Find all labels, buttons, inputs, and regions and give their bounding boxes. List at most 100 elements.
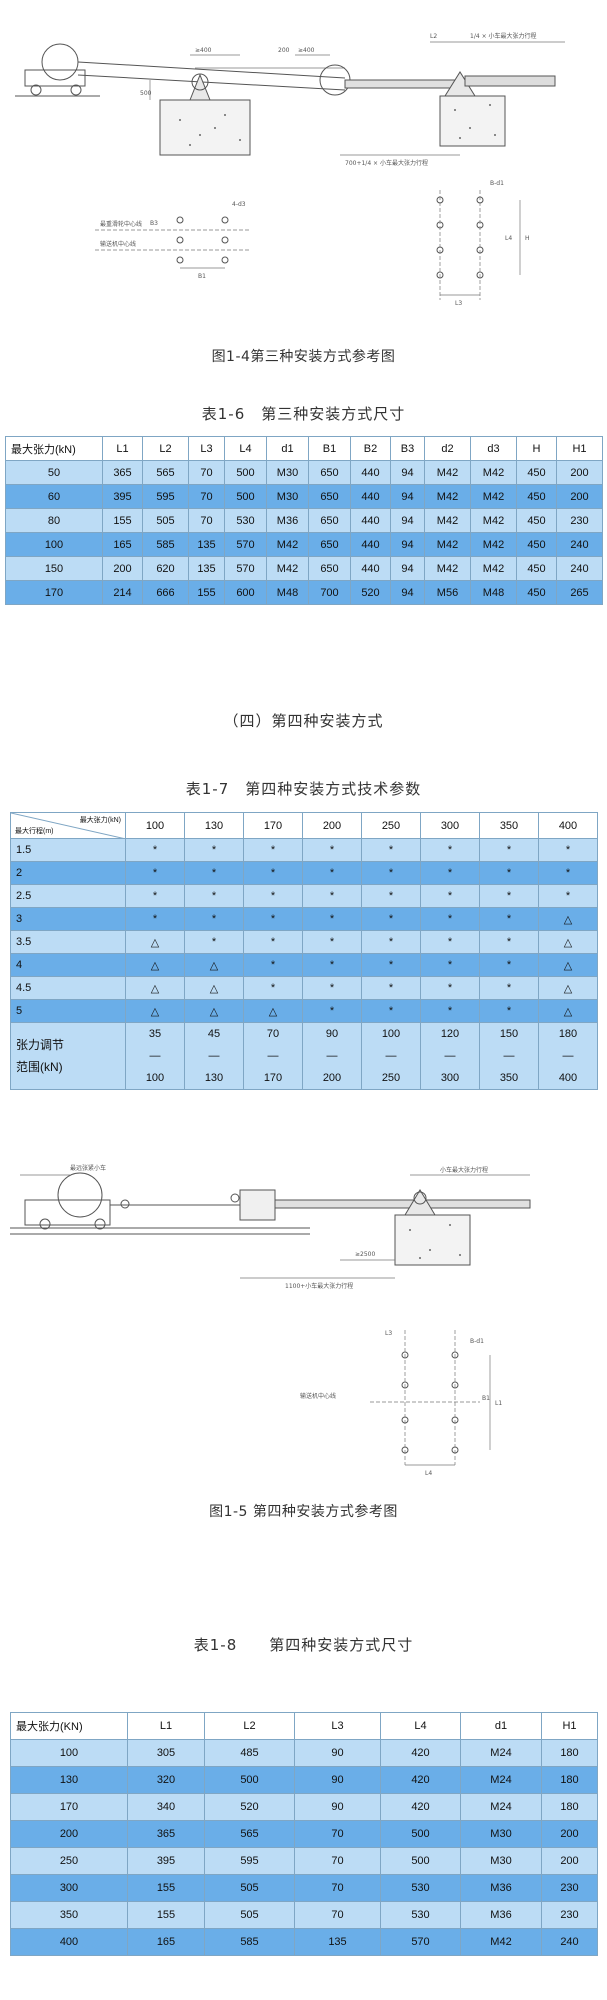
figure-1-5-caption: 图1-5 第四种安装方式参考图	[209, 1504, 398, 1520]
table-cell: M42	[424, 556, 471, 581]
availability-cell: △	[184, 976, 244, 1000]
availability-cell: *	[479, 930, 539, 954]
table-cell: 130	[10, 1766, 128, 1794]
table-cell: 530	[380, 1874, 461, 1902]
availability-cell: *	[479, 838, 539, 862]
table-1-7-row: 2********	[10, 861, 598, 885]
table-cell: 666	[142, 580, 189, 605]
header-cell: d1	[266, 436, 309, 461]
stroke-cell: 1.5	[10, 838, 126, 862]
range-high: 400	[558, 1072, 578, 1084]
dim-400b: ≥400	[298, 47, 315, 54]
table-cell: 230	[556, 508, 603, 533]
availability-cell: *	[361, 884, 421, 908]
range-high: 200	[322, 1072, 342, 1084]
table-cell: M42	[470, 508, 517, 533]
car-label: 最远张紧小车	[70, 1164, 106, 1172]
bottom-note: 1100+小车最大张力行程	[285, 1282, 353, 1290]
table-cell: M42	[424, 460, 471, 485]
availability-cell: *	[184, 930, 244, 954]
table-cell: 94	[390, 508, 425, 533]
table-cell: M30	[460, 1847, 542, 1875]
table-cell: 100	[10, 1739, 128, 1767]
header-cell: d1	[460, 1712, 542, 1740]
table-cell: 530	[224, 508, 267, 533]
availability-cell: △	[538, 976, 598, 1000]
table-cell: 585	[204, 1928, 295, 1956]
table-cell: 570	[224, 556, 267, 581]
range-high: 300	[440, 1072, 460, 1084]
table-cell: 440	[350, 508, 391, 533]
table-cell: 265	[556, 580, 603, 605]
range-label-cell: 张力调节 范围(kN)	[10, 1022, 126, 1090]
availability-cell: *	[125, 907, 185, 931]
table-cell: M24	[460, 1793, 542, 1821]
label-b-d1: B-d1	[470, 1338, 484, 1345]
table-cell: M24	[460, 1766, 542, 1794]
availability-cell: *	[420, 953, 480, 977]
stroke-cell: 3	[10, 907, 126, 931]
table-1-7-row: 3.5△******△	[10, 930, 598, 954]
table-cell: 240	[556, 556, 603, 581]
range-label-2: 范围(kN)	[16, 1060, 63, 1074]
availability-cell: *	[361, 930, 421, 954]
stroke-cell: 2	[10, 861, 126, 885]
table-cell: 485	[204, 1739, 295, 1767]
hole-pattern-left	[95, 216, 250, 269]
table-cell: M30	[266, 484, 309, 509]
availability-cell: *	[361, 838, 421, 862]
table-cell: 350	[10, 1901, 128, 1929]
table-1-6-header-row: 最大张力(kN) L1 L2 L3 L4 d1 B1 B2 B3 d2 d3 H…	[5, 436, 603, 461]
availability-cell: *	[361, 953, 421, 977]
header-cell: B1	[308, 436, 351, 461]
table-cell: 505	[142, 508, 189, 533]
table-cell: 595	[204, 1847, 295, 1875]
tension-car-icon	[15, 43, 100, 97]
table-cell: 94	[390, 532, 425, 557]
table-cell: 450	[516, 532, 557, 557]
table-cell: 650	[308, 508, 351, 533]
hole-pattern	[370, 1330, 491, 1466]
table-1-7-row: 4.5△△*****△	[10, 976, 598, 1000]
range-low: 100	[381, 1028, 401, 1040]
label-d3: 4-d3	[232, 201, 246, 208]
table-cell: 500	[204, 1766, 295, 1794]
table-cell: 340	[127, 1793, 205, 1821]
table-cell: M48	[470, 580, 517, 605]
table-cell: 230	[541, 1901, 598, 1929]
table-cell: 450	[516, 484, 557, 509]
header-cell: H1	[541, 1712, 598, 1740]
table-cell: 90	[294, 1766, 381, 1794]
table-cell: M42	[470, 460, 517, 485]
header-cell: L3	[188, 436, 225, 461]
table-cell: M42	[424, 484, 471, 509]
table-cell: 70	[294, 1874, 381, 1902]
header-cell: H1	[556, 436, 603, 461]
table-cell: 200	[556, 484, 603, 509]
header-cell: L1	[102, 436, 143, 461]
availability-cell: △	[538, 930, 598, 954]
table-cell: 565	[142, 460, 189, 485]
table-cell: 500	[380, 1847, 461, 1875]
availability-cell: *	[302, 884, 362, 908]
table-cell: 80	[5, 508, 103, 533]
table-cell: M24	[460, 1739, 542, 1767]
table-cell: 240	[556, 532, 603, 557]
table-cell: 450	[516, 460, 557, 485]
range-low: 90	[325, 1028, 339, 1040]
table-cell: 150	[5, 556, 103, 581]
table-cell: M30	[266, 460, 309, 485]
table-1-7-row: 1.5********	[10, 838, 598, 862]
table-1-7-title: 表1-7 第四种安装方式技术参数	[185, 780, 422, 798]
availability-cell: *	[302, 838, 362, 862]
table-cell: 200	[102, 556, 143, 581]
table-cell: 90	[294, 1739, 381, 1767]
header-cell: 100	[125, 812, 185, 839]
